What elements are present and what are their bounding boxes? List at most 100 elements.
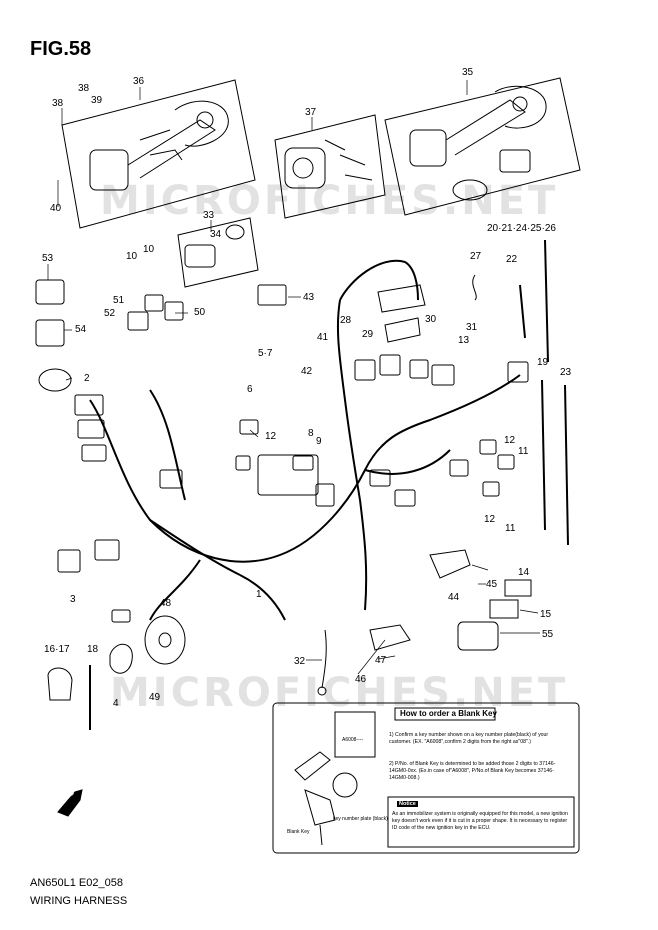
figure-title: FIG.58 (30, 38, 92, 60)
callout-28: 28 (340, 315, 352, 326)
callout-12: 12 (265, 431, 277, 442)
callout-41: 41 (317, 332, 329, 343)
connector-cluster-right (354, 354, 529, 507)
figure-name: WIRING HARNESS (30, 895, 128, 907)
fwd-arrow (57, 789, 83, 817)
notice-area (387, 796, 575, 848)
connector-cluster-center (235, 454, 335, 507)
sensor-44 (429, 549, 471, 579)
watermark-top: MICROFICHES.NET (100, 178, 559, 224)
cable-32 (321, 629, 327, 689)
key-plate-card (334, 711, 376, 758)
callout-13: 13 (458, 335, 470, 346)
callout-33: 33 (203, 210, 215, 221)
callout-55: 55 (542, 629, 554, 640)
ignition-switch-36 (89, 100, 229, 191)
callout-5-7: 5·7 (258, 348, 273, 359)
lock-cylinder-33 (184, 224, 245, 268)
callout-15: 15 (540, 609, 552, 620)
callout-12: 12 (484, 514, 496, 525)
callout-10: 10 (143, 244, 155, 255)
terminal-32 (317, 686, 327, 696)
sensor-46 (369, 624, 411, 651)
callout-4: 4 (113, 698, 119, 709)
callout-23: 23 (560, 367, 572, 378)
callout-27: 27 (470, 251, 482, 262)
callout-49: 49 (149, 692, 161, 703)
blank-key-step-1: 1) Confirm a key number shown on a key n… (389, 732, 549, 745)
callout-47: 47 (375, 655, 387, 666)
tie-19 (541, 379, 546, 531)
tie-23 (564, 384, 569, 546)
connector-cluster-top (127, 284, 287, 435)
horn-48 (144, 615, 186, 665)
callout-11: 11 (505, 523, 516, 534)
blank-key-box-title: How to order a Blank Key (400, 709, 497, 718)
box-35-outline (384, 77, 581, 216)
callout-10: 10 (126, 251, 138, 262)
box-37-outline (274, 114, 386, 219)
sheet-14 (504, 579, 532, 597)
horn-48-center (158, 632, 172, 648)
callout-50: 50 (194, 307, 206, 318)
callout-38: 38 (52, 98, 64, 109)
callout-29: 29 (362, 329, 374, 340)
relay-55 (457, 621, 499, 651)
callout-36: 36 (133, 76, 145, 87)
box-33-outline (177, 217, 259, 288)
callout-52: 52 (104, 308, 116, 319)
cover-29 (384, 317, 421, 343)
callout-9: 9 (316, 436, 322, 447)
callout-37: 37 (305, 107, 317, 118)
callout-54: 54 (75, 324, 87, 335)
callout-1: 1 (256, 589, 262, 600)
callout-46: 46 (355, 674, 367, 685)
blank-key-label: Blank Key (287, 829, 310, 835)
callout-51: 51 (113, 295, 125, 306)
callout-20-21-24-25-26: 20·21·24·25·26 (487, 223, 556, 234)
callout-8: 8 (308, 428, 314, 439)
callout-48: 48 (160, 598, 172, 609)
callout-19: 19 (537, 357, 549, 368)
relay-54 (35, 319, 65, 347)
callout-31: 31 (466, 322, 478, 333)
clamp-4 (109, 643, 133, 674)
relay-53 (35, 279, 65, 305)
callout-14: 14 (518, 567, 530, 578)
callout-38: 38 (78, 83, 90, 94)
clip-27 (472, 274, 477, 301)
callout-40: 40 (50, 203, 62, 214)
blank-key-box (272, 702, 580, 854)
main-harness (89, 259, 521, 621)
key-zoom-circle (332, 772, 358, 798)
callout-32: 32 (294, 656, 306, 667)
pad-15 (489, 599, 519, 619)
bracket-30 (377, 284, 426, 313)
leader-lines (47, 80, 540, 675)
callout-43: 43 (303, 292, 315, 303)
callout-2: 2 (84, 373, 90, 384)
callout-42: 42 (301, 366, 313, 377)
ignition-switch-35 (409, 85, 547, 201)
callout-12: 12 (504, 435, 516, 446)
grommet-2 (38, 368, 72, 392)
tie-26 (544, 239, 549, 363)
callout-16-17: 16·17 (44, 644, 70, 655)
callout-18: 18 (87, 644, 99, 655)
key-plate-label: key number plate (black) (333, 816, 388, 822)
box-36-outline (61, 79, 256, 229)
key-number-code: A6008---- (342, 737, 364, 743)
callout-34: 34 (210, 229, 222, 240)
connector-cluster-left (57, 394, 183, 623)
tie-22 (519, 284, 526, 339)
callout-6: 6 (247, 384, 253, 395)
callout-35: 35 (462, 67, 474, 78)
notice-text: As an immobilizer system is originally e… (392, 811, 568, 831)
blank-key-step-2: 2) P/No. of Blank Key is determined to b… (389, 761, 556, 781)
callout-3: 3 (70, 594, 76, 605)
callout-11: 11 (518, 446, 529, 457)
blank-key-title-box (394, 707, 496, 721)
